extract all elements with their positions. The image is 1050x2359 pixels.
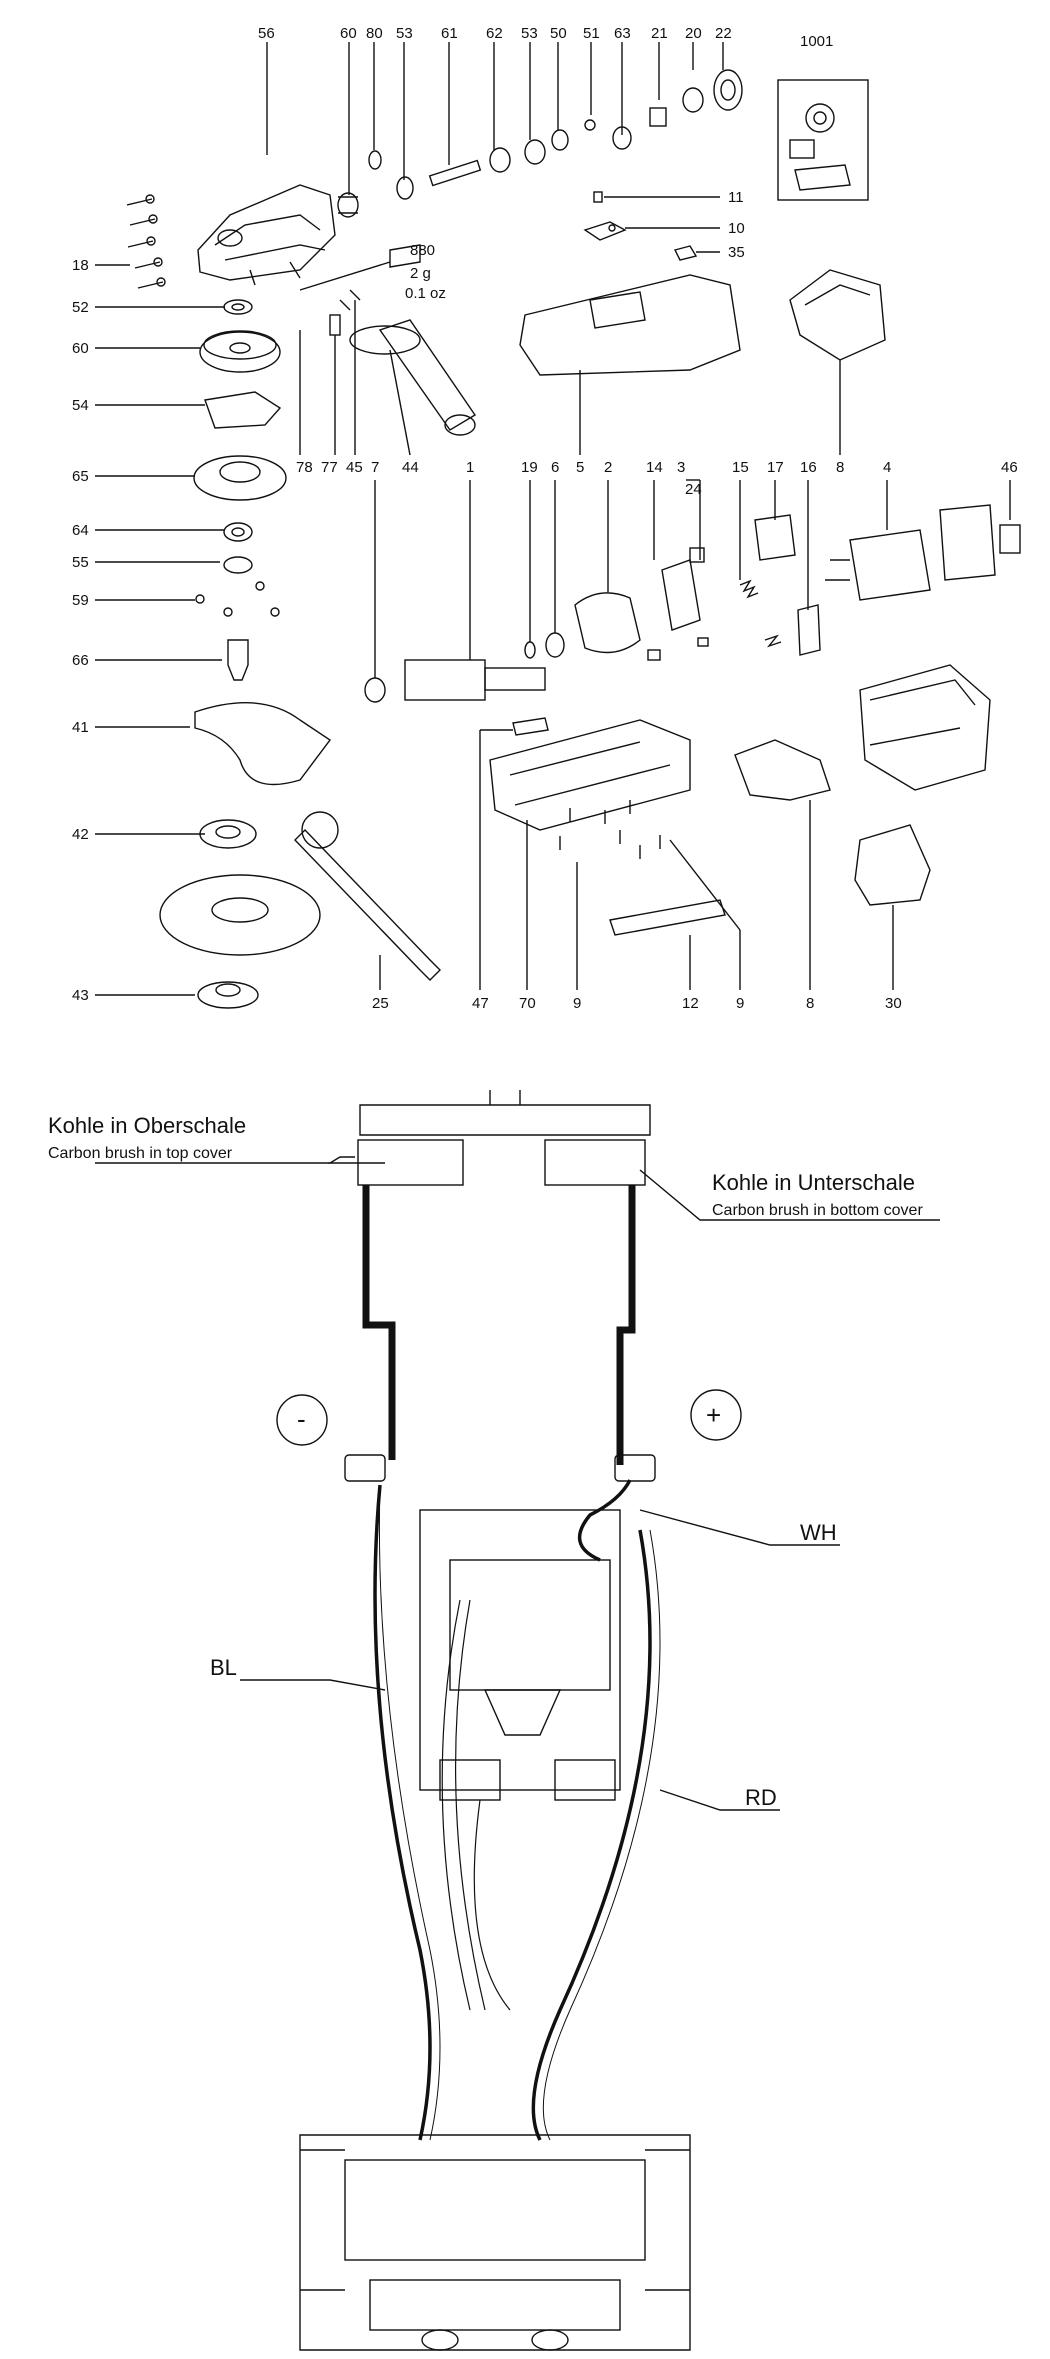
part-46 <box>999 480 1021 554</box>
label-30: 30 <box>885 995 902 1012</box>
label-2: 2 <box>604 459 612 476</box>
label-44: 44 <box>402 459 419 476</box>
shaft-parts <box>368 69 743 200</box>
label-24: 24 <box>685 481 702 498</box>
wire-label-bl: BL <box>210 1655 237 1680</box>
armature-group <box>364 480 641 703</box>
spanner-wrench <box>294 811 441 990</box>
label-55: 55 <box>72 554 89 571</box>
label-63: 63 <box>614 25 631 42</box>
label-16: 16 <box>800 459 817 476</box>
label-77: 77 <box>321 459 338 476</box>
motor-housing <box>479 717 691 990</box>
rear-cover-top <box>789 269 886 455</box>
label-3: 3 <box>677 459 685 476</box>
small-parts-11-10-35 <box>583 191 720 261</box>
label-4: 4 <box>883 459 891 476</box>
label-15: 15 <box>732 459 749 476</box>
electronics-module <box>825 480 996 601</box>
wire-label-wh: WH <box>800 1520 837 1545</box>
label-18: 18 <box>72 257 89 274</box>
label-9-a: 9 <box>573 995 581 1012</box>
brush-top-label-en: Carbon brush in top cover <box>48 1145 233 1162</box>
left-column-parts <box>95 299 332 1009</box>
brush-bottom-label-en: Carbon brush in bottom cover <box>712 1202 923 1219</box>
label-41: 41 <box>72 719 89 736</box>
label-1001: 1001 <box>800 33 833 50</box>
label-60-top: 60 <box>340 25 357 42</box>
label-78: 78 <box>296 459 313 476</box>
label-21: 21 <box>651 25 668 42</box>
label-56: 56 <box>258 25 275 42</box>
label-9-b: 9 <box>736 995 744 1012</box>
label-grease-oz: 0.1 oz <box>405 285 446 302</box>
label-11: 11 <box>728 189 744 206</box>
label-60: 60 <box>72 340 89 357</box>
label-22: 22 <box>715 25 732 42</box>
label-64: 64 <box>72 522 89 539</box>
switch-parts <box>647 479 821 661</box>
battery-pack <box>859 664 991 791</box>
label-59: 59 <box>72 592 89 609</box>
battery-cover-30 <box>854 824 931 990</box>
label-20: 20 <box>685 25 702 42</box>
label-14: 14 <box>646 459 663 476</box>
label-53-top: 53 <box>396 25 413 42</box>
label-35: 35 <box>728 244 745 261</box>
label-25: 25 <box>372 995 389 1012</box>
label-10: 10 <box>728 220 745 237</box>
screws-18 <box>95 194 166 289</box>
label-80: 80 <box>366 25 383 42</box>
part-number-labels: 56 60 80 53 61 62 53 50 51 63 21 20 22 1… <box>72 25 1018 1012</box>
label-66: 66 <box>72 652 89 669</box>
label-12: 12 <box>682 995 699 1012</box>
label-54: 54 <box>72 397 89 414</box>
label-43: 43 <box>72 987 89 1004</box>
pinion-gear <box>337 192 359 218</box>
label-7: 7 <box>371 459 379 476</box>
screws-9 <box>559 800 741 990</box>
label-42: 42 <box>72 826 89 843</box>
minus-symbol: - <box>297 1404 306 1434</box>
label-70: 70 <box>519 995 536 1012</box>
label-47: 47 <box>472 995 489 1012</box>
label-62: 62 <box>486 25 503 42</box>
label-6: 6 <box>551 459 559 476</box>
label-50: 50 <box>550 25 567 42</box>
side-handle <box>299 244 476 456</box>
label-53: 53 <box>521 25 538 42</box>
label-65: 65 <box>72 468 89 485</box>
label-19: 19 <box>521 459 538 476</box>
brush-bottom-label-de: Kohle in Unterschale <box>712 1170 915 1195</box>
label-45: 45 <box>346 459 363 476</box>
wiring-diagram <box>95 1090 940 2351</box>
rear-cover-bottom <box>734 739 831 990</box>
gear-head-housing <box>197 184 336 286</box>
label-880: 880 <box>410 242 435 259</box>
label-51: 51 <box>583 25 600 42</box>
label-grease-g: 2 g <box>410 265 431 282</box>
label-8-bottom: 8 <box>806 995 814 1012</box>
top-cover <box>519 274 741 455</box>
label-5: 5 <box>576 459 584 476</box>
brush-top-label-de: Kohle in Oberschale <box>48 1113 246 1138</box>
label-1: 1 <box>466 459 474 476</box>
detail-box-1001 <box>777 79 869 201</box>
label-8-top: 8 <box>836 459 844 476</box>
plus-symbol: + <box>706 1400 721 1430</box>
label-61: 61 <box>441 25 458 42</box>
label-17: 17 <box>767 459 784 476</box>
wiring-labels: Kohle in Oberschale Carbon brush in top … <box>48 1113 923 1810</box>
wire-label-rd: RD <box>745 1785 777 1810</box>
label-46: 46 <box>1001 459 1018 476</box>
label-52: 52 <box>72 299 89 316</box>
